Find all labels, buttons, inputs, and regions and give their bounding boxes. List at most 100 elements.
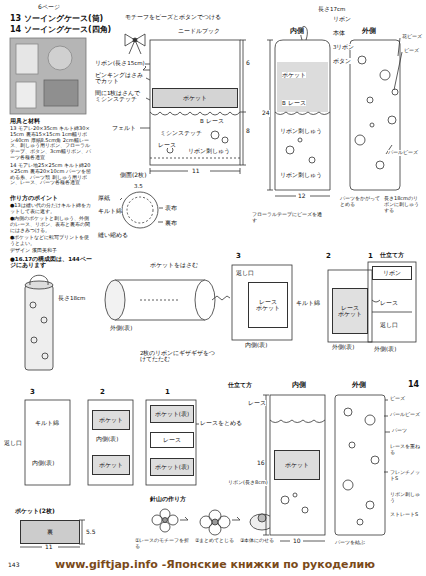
note-label: フレンチノットS [390, 470, 424, 482]
dimension-label: 11 [192, 168, 200, 175]
note-label: ビーズ [404, 48, 419, 54]
note-label: パーツを結ぶ [335, 540, 365, 546]
box-label: ポケット(表) [155, 411, 189, 417]
note-label: パーツ [392, 428, 407, 434]
note-label: パーツをかがってとめる [340, 196, 380, 208]
dimension-label: 3.5 [134, 183, 143, 189]
note-label: レース [380, 300, 398, 306]
note-label: 2枚のリボンにギザギザをつけてたたむ [140, 350, 220, 363]
dimension-label: 11 [45, 544, 53, 551]
pocket-box: ポケット [152, 88, 238, 108]
note-label: ●ポケットなどに転写プリントを使うとよい。 [10, 235, 92, 247]
note-label: 外側(表) [332, 344, 354, 350]
heading-label: 作り方のポイント [10, 195, 58, 201]
note-label: ポケット [282, 72, 306, 78]
note-label: 縫い縮める [98, 232, 128, 238]
box-label: ポケット [285, 462, 309, 468]
pocket-box: ポケット [92, 410, 130, 430]
note-label: リボン刺しゅう [390, 492, 424, 504]
note-label: リボン刺しゅう [188, 148, 230, 154]
box-label: 裏 [47, 529, 53, 535]
heading-label: 針山の作り方 [150, 496, 186, 503]
note-label: 花ビーズ [402, 34, 422, 40]
box-label: レース [259, 299, 277, 305]
note-label: 長さ18cmのリボンに刺しゅうする [384, 196, 422, 213]
note-label: ●内側のポケットと刺しゅう、外側のレース、リボン、表布と裏布の間にはさみつける。 [10, 216, 92, 233]
pocket-box: 裏 [20, 520, 80, 544]
note-label: キルト綿 [98, 208, 122, 214]
note-label: レースを重ねる [390, 444, 424, 456]
watermark: www.giftjap.info -Японские книжки по рук… [55, 559, 375, 572]
note-label: リボン(長さ8cm) [228, 480, 268, 486]
part-name: ポケット(2枚) [15, 508, 55, 515]
box-label: ポケット [99, 462, 123, 468]
note-label: ●13は縫い代の分だけキルト綿をカットして表に返す。 [10, 203, 92, 215]
note-label: 長さ18cm [58, 295, 85, 301]
dimension-label: 24 [262, 110, 270, 117]
box-label: レース [163, 437, 181, 443]
pocket-box: レースポケット [248, 282, 288, 328]
note-label: リボン刺しゅう [280, 128, 322, 134]
note-label: B レース [200, 118, 224, 124]
note-label: ポケットをはさむ [150, 262, 198, 268]
note-label: 内側(表) [245, 342, 267, 348]
note-label: 間に1枚はさんでミシンステッチ [95, 90, 145, 103]
dimension-label: 5.5 [86, 529, 96, 536]
note-label: フローラルテープにビーズを通す [252, 212, 322, 224]
step-number: 3 [30, 388, 35, 396]
step-number: 2 [100, 388, 105, 396]
dimension-label: 12 [298, 193, 306, 200]
note-label: 内側(表) [32, 460, 54, 466]
page-number: 143 [8, 562, 19, 569]
heading-label: 内側 [292, 382, 306, 389]
note-label: 13 モアレ20×35cm キルト綿30×15cm 裏布15×15cm 1cm幅… [10, 126, 92, 161]
box-label: レース [341, 305, 359, 311]
note-label: レースをとめる [200, 420, 242, 426]
pocket-box: レースポケット [332, 288, 368, 334]
note-label: 返し口 [4, 440, 22, 446]
note-label: ビーズ [390, 396, 405, 402]
heading-label: 仕立て方 [228, 382, 252, 389]
note-label: レース [158, 142, 176, 148]
note-label: リボン(長さ15cm) [95, 60, 145, 66]
part-name: 側面(2枚) [120, 172, 147, 179]
note-label: キルト綿 [296, 300, 320, 306]
box-label: ポケット [183, 95, 207, 101]
heading-label: 用具と材料 [10, 118, 40, 125]
note-label: ストレートS [390, 512, 424, 518]
box-label: リボン [383, 270, 401, 276]
note-label: 14 モアレ地25×25cm キルト綿20×25cm 裏布20×10cm パーツ… [10, 163, 92, 186]
note-label: 3リボン [333, 44, 355, 50]
note-label: リボン [333, 16, 351, 22]
part-name: ニードルブック [178, 28, 220, 35]
note-label: モチーフをビーズとボタンでつける [125, 14, 221, 20]
note-label: ③本体にのせる [240, 538, 280, 544]
note-label: 外側(表) [110, 325, 132, 331]
note-label: 6ページ [38, 4, 60, 11]
note-label: パールビーズ [388, 150, 418, 156]
note-label: デザイン 濱田美和子 [10, 248, 92, 254]
pocket-box: ポケット(表) [150, 405, 194, 423]
note-label: 裏布 [165, 220, 177, 226]
note-label: 返し口 [380, 322, 398, 328]
step-number: 2 [326, 252, 331, 260]
note-label: 本体 [333, 30, 345, 36]
dimension-label: 6 [246, 60, 250, 67]
note-label: 内側(表) [96, 436, 118, 442]
step-number: 1 [165, 388, 170, 396]
note-label: ピンキングはさみでカット [95, 72, 145, 85]
dimension-label: 8 [246, 128, 250, 135]
pocket-box: ポケット [274, 450, 320, 480]
note-label: フェルト [112, 125, 136, 131]
step-number: 3 [236, 252, 241, 260]
note-label: ●16.17の構成図は、144ページにあります [10, 256, 92, 269]
step-number: 1 [368, 252, 373, 260]
heading-label: 内側 [290, 28, 304, 35]
note-label: 返し口 [236, 270, 254, 276]
note-label: レース [248, 400, 266, 406]
note-label: 厚紙 [98, 195, 110, 201]
pocket-box: レース [150, 432, 194, 448]
pocket-box: ポケット(表) [150, 458, 194, 476]
pocket-box: リボン [372, 266, 412, 280]
